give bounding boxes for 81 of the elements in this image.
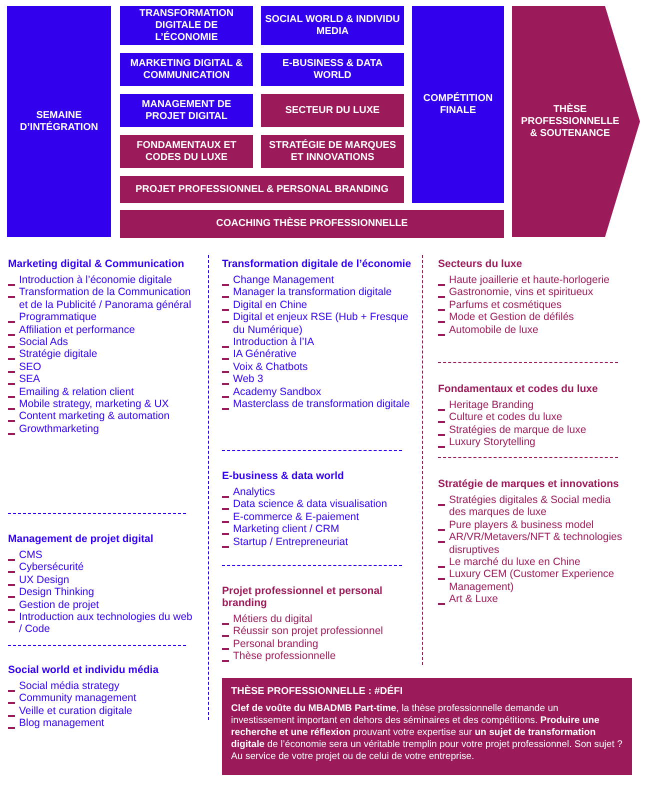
list-item: Gestion de projet	[8, 598, 193, 612]
list-item: IA Générative	[222, 348, 417, 361]
section-heading: Management de projet digital	[8, 533, 154, 545]
list-item: Le marché du luxe en Chine	[438, 556, 628, 568]
list-item: Programmatique	[8, 311, 193, 324]
panel-text: Clef de voûte du MBADMB Part-time, la thèse professionnelle demande un investissement important en dehors des séminaires et des compétitions. Produire une recherche et une réflexion prouvant votre expertise sur un sujet de transformation digitale de l’économie sera un véritable tremplin pour votre projet professionnel. Son sujet ? Au service de votre projet ou de celui de votre entreprise.	[231, 703, 623, 763]
list-item: Stratégies de marque de luxe	[438, 424, 628, 436]
module-box: TRANSFORMATION DIGITALE DE L’ÉCONOMIE	[120, 6, 253, 45]
list-item: Réussir son projet professionnel	[222, 625, 417, 638]
list-item: Digital en Chine	[222, 298, 417, 312]
list-item: Introduction aux technologies du web / Code	[8, 611, 193, 636]
section-heading: Transformation digitale de l’économie	[222, 258, 412, 270]
list-item: Affiliation et performance	[8, 324, 193, 336]
section-heading: Marketing digital & Communication	[8, 258, 186, 270]
list-item: Content marketing & automation	[8, 410, 193, 423]
module-box: SOCIAL WORLD & INDIVIDU MEDIA	[261, 6, 404, 45]
module-title: THÈSE PROFESSIONNELLE & SOUTENANCE	[521, 104, 619, 140]
list-item: Social média strategy	[8, 680, 193, 692]
list-item: Web 3	[222, 373, 417, 386]
list-item: Parfums et cosmétiques	[438, 298, 628, 312]
list-item: Digital et enjeux RSE (Hub + Fresque du Numérique)	[222, 311, 417, 336]
list-item: Stratégies digitales & Social media des marques de luxe	[438, 494, 628, 519]
module-box: PROJET PROFESSIONNEL & PERSONAL BRANDING	[120, 176, 404, 203]
list-item: Introduction à l’économie digitale	[8, 274, 193, 286]
list-item: Blog management	[8, 717, 193, 730]
list-item: Academy Sandbox	[222, 386, 417, 398]
list-item: Transformation de la Communication et de la Publicité / Panorama général	[8, 286, 193, 312]
section-heading: Social world et individu média	[8, 664, 160, 676]
list-item: Mobile strategy, marketing & UX	[8, 398, 193, 410]
section-heading: Secteurs du luxe	[438, 258, 524, 270]
module-box: COMPÉTITION FINALE	[412, 6, 504, 203]
list-item: Emailing & relation client	[8, 386, 193, 398]
module-box: COACHING THÈSE PROFESSIONNELLE	[120, 210, 504, 238]
list-item: Cybersécurité	[8, 561, 193, 574]
list-item: Culture et codes du luxe	[438, 411, 628, 424]
list-item: Luxury Storytelling	[438, 436, 628, 449]
section-heading: E-business & data world	[222, 470, 345, 482]
section-heading: Projet professionnel et personal branding	[222, 585, 384, 609]
list-item: SEO	[8, 360, 193, 374]
list-item: Personal branding	[222, 638, 417, 650]
list-item: Community management	[8, 692, 193, 705]
list-item: CMS	[8, 549, 193, 562]
module-box: STRATÉGIE DE MARQUES ET INNOVATIONS	[261, 135, 404, 168]
list-item: Design Thinking	[8, 586, 193, 599]
list-item: Heritage Branding	[438, 399, 628, 412]
list-item: Thèse professionnelle	[222, 650, 417, 663]
list-item: UX Design	[8, 574, 193, 586]
module-box: E-BUSINESS & DATA WORLD	[261, 53, 404, 86]
list-item: AR/VR/Metavers/NFT & technologies disruptives	[438, 531, 628, 556]
list-item: Marketing client / CRM	[222, 523, 417, 536]
list-item: Change Management	[222, 274, 417, 286]
list-item: SEA	[8, 373, 193, 386]
list-item: Métiers du digital	[222, 613, 417, 626]
list-item: Introduction à l’IA	[222, 336, 417, 348]
panel-heading: THÈSE PROFESSIONNELLE : #DÉFI	[231, 686, 404, 697]
list-item: Analytics	[222, 486, 417, 498]
list-item: Luxury CEM (Customer Experience Management)	[438, 568, 628, 594]
list-item: Growthmarketing	[8, 422, 193, 436]
list-item: Voix & Chatbots	[222, 360, 417, 374]
module-box: MANAGEMENT DE PROJET DIGITAL	[120, 94, 253, 127]
module-box: MARKETING DIGITAL & COMMUNICATION	[120, 53, 253, 86]
list-item: E-commerce & E-paiement	[222, 510, 417, 524]
list-item: Mode et Gestion de défilés	[438, 311, 628, 324]
section-heading: Fondamentaux et codes du luxe	[438, 383, 599, 395]
list-item: Haute joaillerie et haute-horlogerie	[438, 274, 628, 286]
list-item: Veille et curation digitale	[8, 704, 193, 718]
list-item: Pure players & business model	[438, 518, 628, 532]
module-box: SECTEUR DU LUXE	[261, 94, 404, 127]
list-item: Stratégie digitale	[8, 348, 193, 361]
list-item: Masterclass de transformation digitale	[222, 398, 417, 410]
list-item: Manager la transformation digitale	[222, 286, 417, 299]
list-item: Data science & data visualisation	[222, 498, 417, 511]
list-item: Gastronomie, vins et spiritueux	[438, 286, 628, 299]
list-item: Social Ads	[8, 336, 193, 348]
list-item: Art & Luxe	[438, 593, 628, 606]
info-panel	[222, 678, 632, 775]
list-item: Automobile de luxe	[438, 324, 628, 336]
module-box: SEMAINE D’INTÉGRATION	[7, 6, 111, 237]
list-item: Startup / Entrepreneuriat	[222, 536, 417, 548]
section-heading: Stratégie de marques et innovations	[438, 478, 620, 490]
module-box: FONDAMENTAUX ET CODES DU LUXE	[120, 135, 253, 168]
